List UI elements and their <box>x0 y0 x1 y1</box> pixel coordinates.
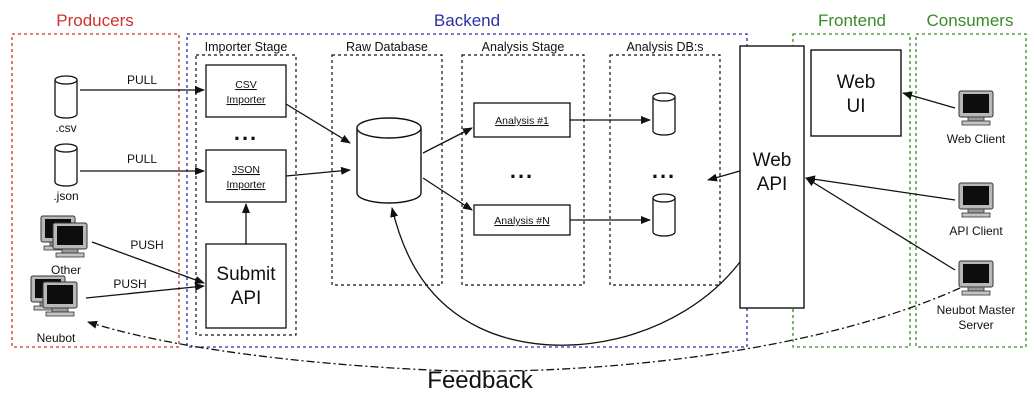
feedback-label: Feedback <box>427 367 533 394</box>
other-computer-icon <box>40 215 88 258</box>
api-client-computer-icon <box>958 182 994 218</box>
raw-database-label: Raw Database <box>346 40 428 54</box>
web-ui-line1: Web <box>837 72 876 93</box>
csv-importer-box <box>205 64 287 118</box>
neubot-computer-icon <box>30 275 78 317</box>
json-importer-box <box>205 149 287 203</box>
web-api-to-rawdb-arrow <box>390 207 741 346</box>
neubot-master-to-web-api-arrow <box>805 177 956 271</box>
json-importer-line2: Importer <box>226 179 266 191</box>
importer-ellipsis: ... <box>234 120 258 145</box>
csv-label: .csv <box>55 121 76 135</box>
neubot-label: Neubot <box>37 331 76 345</box>
web-api-to-analysis-dbs-arrow <box>707 170 741 182</box>
web-api-line2: API <box>757 174 788 195</box>
csv-database-icon <box>54 75 78 119</box>
neubot-master-line1: Neubot Master <box>937 303 1016 317</box>
json-importer-line1: JSON <box>232 164 260 176</box>
analysis-db-n-icon <box>652 193 676 237</box>
pull-label-json: PULL <box>127 152 157 166</box>
pull-label-csv: PULL <box>127 73 157 87</box>
analysis-dbs-label: Analysis DB:s <box>626 40 703 54</box>
web-client-label: Web Client <box>947 132 1006 146</box>
push-arrow-other <box>91 241 205 284</box>
web-api-line1: Web <box>753 150 792 171</box>
analysis-n-box <box>473 204 571 236</box>
rawdb-to-analysis-n-arrow <box>422 177 473 211</box>
analysis-db-1-icon <box>652 92 676 136</box>
json-label: .json <box>53 189 78 203</box>
neubot-master-computer-icon <box>958 260 994 296</box>
consumers-title: Consumers <box>927 11 1014 30</box>
frontend-title: Frontend <box>818 11 886 30</box>
analysis-n-label: Analysis #N <box>494 215 549 227</box>
analysis-db-ellipsis: ... <box>652 158 676 183</box>
json-database-icon <box>54 143 78 187</box>
csv-importer-line1: CSV <box>235 79 257 91</box>
push-label-other: PUSH <box>130 238 163 252</box>
analysis-ellipsis: ... <box>510 158 534 183</box>
analysis-dbs-box <box>609 54 721 286</box>
api-client-label: API Client <box>949 224 1003 238</box>
analysis-1-label: Analysis #1 <box>495 115 549 127</box>
submit-api-box <box>205 243 287 329</box>
raw-database-box <box>331 54 443 286</box>
csv-importer-to-rawdb-arrow <box>285 103 351 144</box>
api-client-to-web-api-arrow <box>805 175 956 201</box>
neubot-master-line2: Server <box>958 318 993 332</box>
csv-importer-line2: Importer <box>226 94 266 106</box>
web-client-to-web-ui-arrow <box>902 91 956 109</box>
web-ui-box <box>810 49 902 137</box>
importer-stage-label: Importer Stage <box>205 40 288 54</box>
json-importer-to-rawdb-arrow <box>285 166 351 177</box>
push-arrow-neubot <box>85 282 205 299</box>
web-client-computer-icon <box>958 90 994 126</box>
analysis-stage-label: Analysis Stage <box>482 40 565 54</box>
analysis-stage-box <box>461 54 585 286</box>
rawdb-to-analysis-1-arrow <box>422 127 473 154</box>
producers-title: Producers <box>56 11 133 30</box>
other-label: Other <box>51 263 81 277</box>
backend-title: Backend <box>434 11 500 30</box>
feedback-arrow <box>87 287 961 372</box>
push-label-neubot: PUSH <box>113 277 146 291</box>
consumers-region <box>915 33 1027 348</box>
web-api-box <box>739 45 805 309</box>
web-ui-line2: UI <box>847 96 866 117</box>
submit-api-line1: Submit <box>216 264 276 285</box>
submit-api-line2: API <box>231 288 262 309</box>
importer-stage-box <box>195 54 297 336</box>
raw-database-icon <box>356 117 422 204</box>
